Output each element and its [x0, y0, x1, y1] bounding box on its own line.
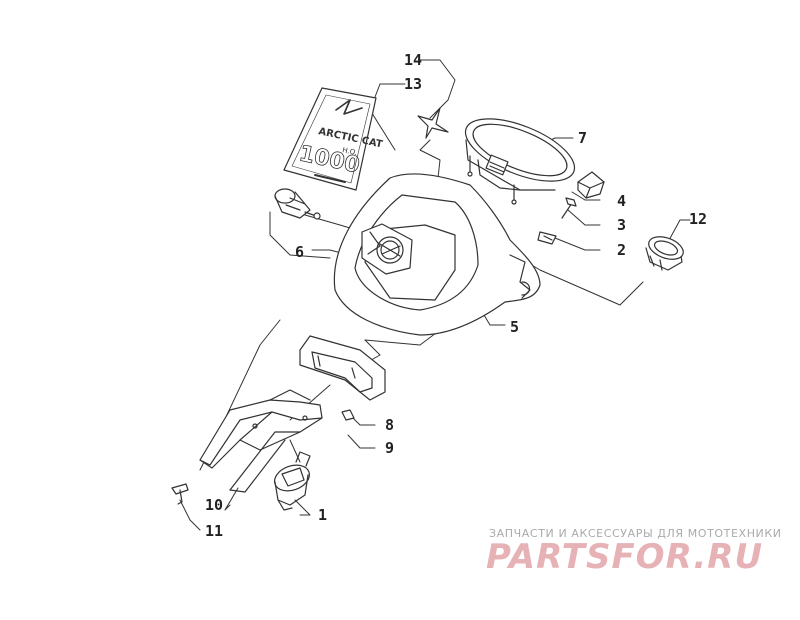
decal-part-13: ARCTIC CAT 1000 H.O.	[283, 87, 384, 191]
callout-14: 14	[404, 51, 423, 69]
fastener-part-11	[171, 483, 189, 505]
ignition-switch-part-1	[273, 451, 311, 511]
watermark-tagline: ЗАПЧАСТИ И АКСЕССУАРЫ ДЛЯ МОТОТЕХНИКИ	[489, 527, 782, 540]
callout-6: 6	[295, 243, 305, 261]
switch-part-6	[274, 188, 321, 220]
callout-11: 11	[205, 522, 224, 540]
mount-bracket-part-10	[199, 389, 323, 493]
callout-2: 2	[617, 241, 627, 259]
knob-part-4	[577, 171, 605, 199]
clip-part-2	[537, 231, 557, 245]
callout-12: 12	[689, 210, 708, 228]
callout-8: 8	[385, 416, 395, 434]
housing-part-5	[333, 173, 541, 336]
callout-10: 10	[205, 496, 224, 514]
callout-9: 9	[385, 439, 395, 457]
indicator-part-12	[645, 236, 684, 271]
bracket-part-8	[299, 335, 386, 401]
callout-3: 3	[617, 216, 627, 234]
logo-part-14	[417, 107, 449, 139]
screw-part-9	[341, 409, 355, 421]
watermark-logo-text: PARTSFOR.RU	[486, 537, 764, 577]
decal-suffix-text: H.O.	[342, 146, 358, 157]
callout-1: 1	[318, 506, 328, 524]
pin-part-3	[561, 197, 577, 219]
speedometer-part-7	[464, 118, 576, 205]
callout-5: 5	[510, 318, 520, 336]
callout-13: 13	[404, 75, 423, 93]
callout-7: 7	[578, 129, 588, 147]
callout-4: 4	[617, 192, 627, 210]
